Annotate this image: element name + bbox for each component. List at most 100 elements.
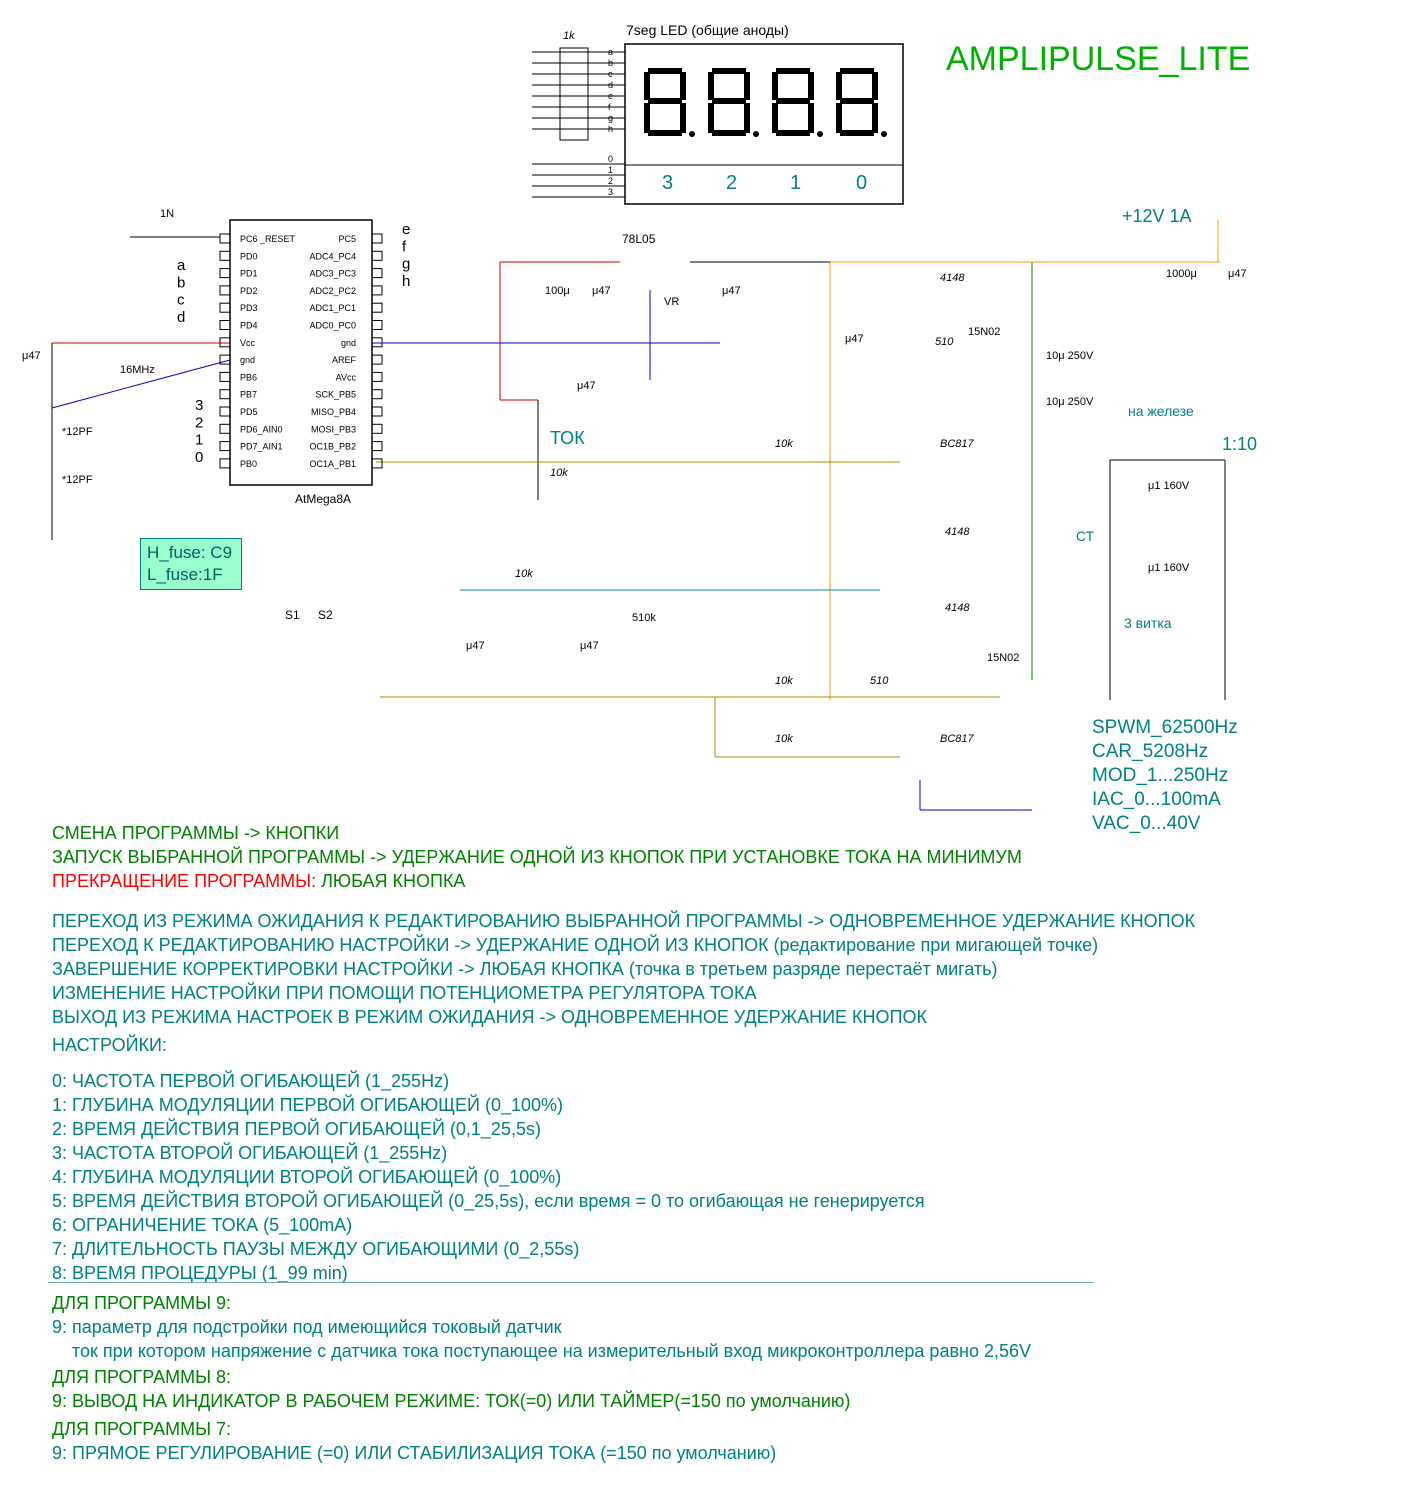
mcu-pin-pad [371, 406, 383, 417]
mcu-pin-pad [371, 441, 383, 452]
mcu-pin-pad [371, 268, 383, 279]
mcu-pin-pad [371, 337, 383, 348]
prog7-header: ДЛЯ ПРОГРАММЫ 7: [52, 1419, 232, 1439]
prog8-line: 9: ВЫВОД НА ИНДИКАТОР В РАБОЧЕМ РЕЖИМЕ: … [52, 1391, 851, 1411]
cap-1000u-label: 1000μ [1166, 268, 1197, 280]
setting-1: 1: ГЛУБИНА МОДУЛЯЦИИ ПЕРВОЙ ОГИБАЮЩЕЙ (0… [52, 1095, 564, 1115]
edit-line-4: ВЫХОД ИЗ РЕЖИМА НАСТРОЕК В РЕЖИМ ОЖИДАНИ… [52, 1007, 927, 1027]
edit-line-1: ПЕРЕХОД К РЕДАКТИРОВАНИЮ НАСТРОЙКИ -> УД… [52, 935, 1099, 955]
edit-line-3: ИЗМЕНЕНИЕ НАСТРОЙКИ ПРИ ПОМОЩИ ПОТЕНЦИОМ… [52, 983, 757, 1003]
digit-input-label: 2 [195, 414, 203, 431]
mcu-left-pin: gnd [240, 355, 255, 365]
mcu-pin-pad [219, 354, 231, 365]
mcu-right-pin: MISO_PB4 [311, 407, 356, 417]
fuse-settings-box: H_fuse: C9 L_fuse:1F [140, 538, 242, 590]
cap-u47-c-label: μ47 [1228, 268, 1247, 280]
mcu-pin-pad [371, 285, 383, 296]
cap-u47-d-label: μ47 [466, 640, 485, 652]
mcu-left-pin: PB6 [240, 372, 257, 382]
mcu-pin-pad [371, 354, 383, 365]
mcu-left-pin: PD7_AIN1 [240, 442, 283, 452]
digit-line-label: 1 [608, 165, 613, 175]
mcu-left-pin: PD6_AIN0 [240, 424, 283, 434]
bjt-top-label: BC817 [940, 438, 974, 450]
segment-input-label: b [177, 274, 185, 291]
mcu-pin-pad [219, 441, 231, 452]
ct-label: СТ [1076, 528, 1095, 544]
segment-output-label: h [402, 273, 410, 290]
prog9-line2: ток при котором напряжение с датчика ток… [52, 1341, 1032, 1361]
setting-7: 7: ДЛИТЕЛЬНОСТЬ ПАУЗЫ МЕЖДУ ОГИБАЮЩИМИ (… [52, 1239, 580, 1259]
mcu-left-pin: PB0 [240, 459, 257, 469]
mosfet-bottom-label: 15N02 [987, 652, 1020, 664]
mcu-right-pin: OC1B_PB2 [309, 442, 356, 452]
mcu-pin-pad [219, 250, 231, 261]
segment-line-label: b [608, 58, 613, 68]
cap-100u-label: 100μ [545, 285, 570, 297]
instr-change-program: СМЕНА ПРОГРАММЫ -> КНОПКИ [52, 823, 340, 843]
mcu-pin-pad [219, 371, 231, 382]
mcu-name: AtMega8A [295, 492, 352, 506]
res-10k-c-label: 10k [775, 675, 793, 687]
instr-stop-program: ПРЕКРАЩЕНИЕ ПРОГРАММЫ: ЛЮБАЯ КНОПКА [52, 870, 465, 893]
mcu-pin-pad [371, 389, 383, 400]
setting-2: 2: ВРЕМЯ ДЕЙСТВИЯ ПЕРВОЙ ОГИБАЮЩЕЙ (0,1_… [52, 1119, 541, 1139]
segment-output-label: f [402, 238, 407, 255]
segment-input-label: d [177, 309, 185, 326]
mcu-pin-pad [371, 302, 383, 313]
digit-line-label: 0 [608, 154, 613, 164]
switch-s2-label: S2 [318, 608, 333, 622]
prog8-header: ДЛЯ ПРОГРАММЫ 8: [52, 1367, 232, 1387]
cap-out2-label: 10μ 250V [1046, 396, 1094, 408]
segment-output-label: e [402, 221, 410, 238]
switch-s1-label: S1 [285, 608, 300, 622]
res-510-top-label: 510 [935, 336, 954, 348]
regulator-ref: VR [664, 296, 680, 308]
ct-turns: 3 витка [1124, 615, 1172, 631]
prog9-line1: 9: параметр для подстройки под имеющийся… [52, 1317, 562, 1337]
mcu-pin-pad [219, 302, 231, 313]
prog9-header: ДЛЯ ПРОГРАММЫ 9: [52, 1293, 232, 1313]
vcc-cap-label: μ47 [22, 350, 41, 362]
mcu-pin-pad [371, 458, 383, 469]
mcu-right-pin: MOSI_PB3 [311, 424, 356, 434]
spec-vac: VAC_0...40V [1092, 813, 1201, 834]
reset-cap-label: 1N [160, 208, 175, 220]
setting-3: 3: ЧАСТОТА ВТОРОЙ ОГИБАЮЩЕЙ (1_255Hz) [52, 1143, 448, 1163]
mcu-left-pin: PD0 [240, 251, 258, 261]
res-510k-label: 510k [632, 612, 656, 624]
cap-u1-a-label: μ1 160V [1148, 480, 1190, 492]
mcu-right-pin: ADC4_PC4 [309, 251, 356, 261]
digit-input-label: 0 [195, 449, 203, 466]
mcu-left-pin: PD3 [240, 303, 258, 313]
pot-value: 10k [550, 467, 568, 479]
setting-5: 5: ВРЕМЯ ДЕЙСТВИЯ ВТОРОЙ ОГИБАЮЩЕЙ (0_25… [52, 1191, 925, 1211]
mcu-right-pin: ADC2_PC2 [309, 286, 356, 296]
pot-label: ТОК [550, 428, 585, 448]
segment-line-label: d [608, 80, 613, 90]
mcu-right-pin: ADC0_PC0 [309, 321, 356, 331]
segment-line-label: g [608, 113, 613, 123]
spec-car: CAR_5208Hz [1092, 741, 1209, 762]
digit-0: 0 [856, 172, 868, 194]
setting-4: 4: ГЛУБИНА МОДУЛЯЦИИ ВТОРОЙ ОГИБАЮЩЕЙ (0… [52, 1167, 562, 1187]
stop-label: ПРЕКРАЩЕНИЕ ПРОГРАММЫ: [52, 871, 317, 891]
cap-out1-label: 10μ 250V [1046, 350, 1094, 362]
mcu-right-pin: AREF [332, 355, 357, 365]
mcu-left-pin: Vcc [240, 338, 256, 348]
mcu-left-pin: PD1 [240, 269, 258, 279]
res-10k-d-label: 10k [775, 733, 793, 745]
xtal-cap2-label: *12PF [62, 474, 93, 486]
crystal-label: 16MHz [120, 364, 155, 376]
mosfet-top-label: 15N02 [968, 326, 1001, 338]
mcu-right-pin: ADC1_PC1 [309, 303, 356, 313]
mcu-pin-pad [371, 423, 383, 434]
segment-line-label: a [608, 47, 613, 57]
spec-list: SPWM_62500Hz CAR_5208Hz MOD_1...250Hz IA… [1092, 716, 1238, 836]
mcu-right-pin: gnd [341, 338, 356, 348]
digit-input-label: 3 [195, 397, 203, 414]
instr-start-program: ЗАПУСК ВЫБРАННОЙ ПРОГРАММЫ -> УДЕРЖАНИЕ … [52, 847, 1022, 867]
h-fuse: H_fuse: C9 [147, 543, 233, 562]
mcu-pin-pad [371, 250, 383, 261]
mcu-left-pin: PD5 [240, 407, 258, 417]
